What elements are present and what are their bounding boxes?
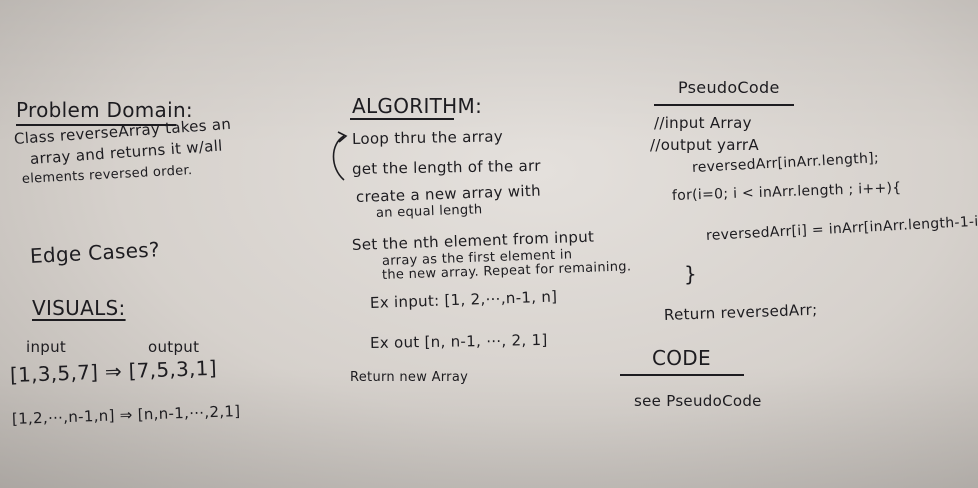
- pseudocode-underline: [654, 104, 794, 106]
- input-label: input: [26, 338, 67, 356]
- algo-step-1: Loop thru the array: [351, 127, 504, 148]
- pseudo-code-line-4: }: [684, 262, 698, 286]
- problem-domain-underline: [16, 124, 176, 126]
- code-title: CODE: [652, 346, 711, 370]
- loop-arrow: [332, 131, 348, 181]
- algo-step-5: Return new Array: [350, 370, 469, 385]
- algorithm-title: ALGORITHM:: [352, 94, 483, 118]
- see-pseudocode-note: see PseudoCode: [634, 392, 762, 410]
- code-underline: [620, 374, 744, 376]
- algorithm-underline: [350, 118, 454, 120]
- output-label: output: [148, 338, 200, 356]
- algo-example-output: Ex out [n, n-1, ⋯, 2, 1]: [369, 330, 548, 352]
- problem-domain-title: Problem Domain:: [16, 98, 193, 122]
- visuals-title: VISUALS:: [32, 296, 126, 320]
- pseudo-output-line: //output yarrA: [650, 136, 759, 154]
- algo-step-2: get the length of the arr: [351, 156, 541, 178]
- pseudocode-title: PseudoCode: [678, 78, 780, 97]
- pseudo-input-line: //input Array: [654, 114, 752, 132]
